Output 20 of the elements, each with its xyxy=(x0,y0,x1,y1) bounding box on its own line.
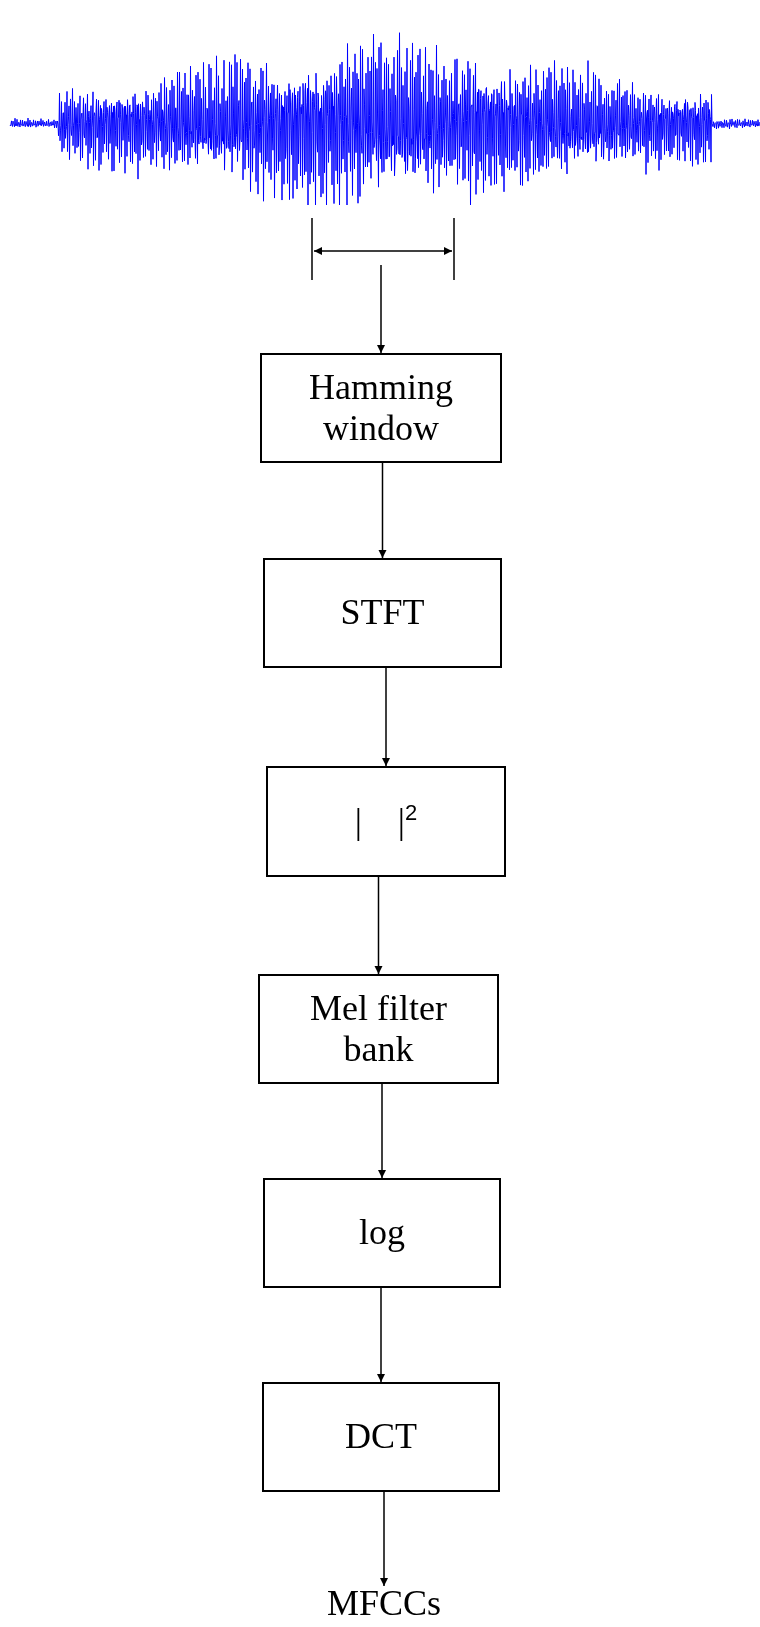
process-box xyxy=(263,558,502,668)
arrow xyxy=(374,876,383,975)
box-label: DCT xyxy=(345,1416,417,1458)
output-label: MFCCs xyxy=(309,1582,459,1626)
arrow xyxy=(377,264,385,354)
arrow xyxy=(380,1491,388,1587)
box-label: STFT xyxy=(340,592,425,634)
process-box xyxy=(266,766,506,877)
box-label: Mel filter bank xyxy=(309,987,448,1071)
arrow xyxy=(378,462,387,559)
arrow xyxy=(377,1287,385,1383)
process-box xyxy=(258,974,499,1084)
arrow xyxy=(378,1083,386,1179)
arrow xyxy=(382,667,390,767)
box-label: Hamming window xyxy=(308,366,454,450)
process-box xyxy=(262,1382,500,1492)
box-label: log xyxy=(359,1212,405,1254)
box-label: | |$^{2}$ xyxy=(354,800,418,843)
process-box xyxy=(260,353,502,463)
process-box xyxy=(263,1178,501,1288)
